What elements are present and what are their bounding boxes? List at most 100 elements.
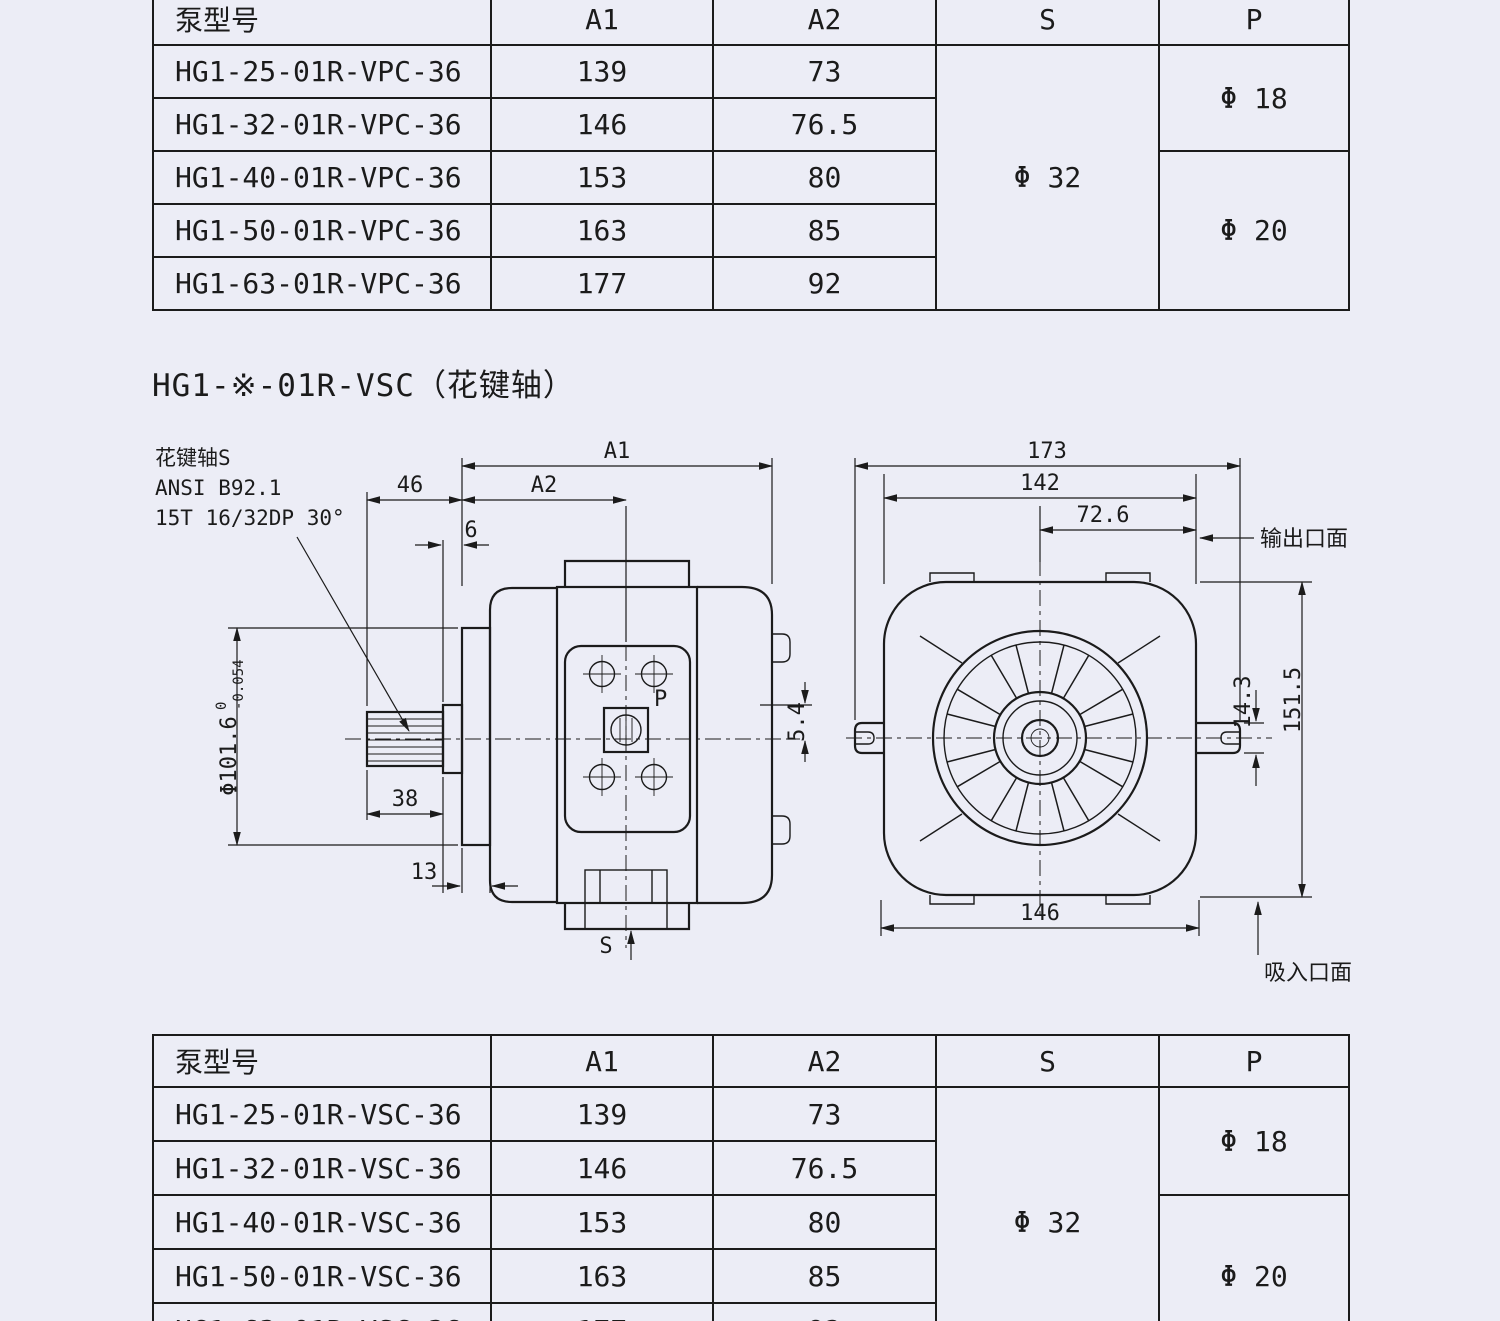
port-s-label: S	[599, 934, 612, 959]
a2-cell: 85	[712, 203, 937, 258]
hub-outer-circle	[992, 690, 1088, 786]
table-row: HG1-40-01R-VPC-36 153 80 Φ 20	[152, 150, 1350, 311]
dim-72-6-label: 72.6	[1077, 503, 1130, 528]
a2-cell: 73	[712, 44, 937, 99]
shaft-bore-circle	[1030, 728, 1050, 748]
dim-173: 173	[854, 439, 1241, 720]
a1-cell: 153	[490, 1194, 714, 1250]
dim-pilot-value: Φ101.6	[217, 716, 242, 795]
a2-cell: 80	[712, 150, 937, 205]
model-cell: HG1-25-01R-VPC-36	[152, 44, 492, 99]
dim-a2: A2	[461, 473, 627, 642]
dim-173-label: 173	[1027, 439, 1067, 464]
rim-inner-circle	[943, 641, 1137, 835]
a2-cell: 73	[712, 1086, 937, 1142]
dim-pilot-tol-lower: -0.054	[231, 659, 247, 710]
spline-note-line3: 15T 16/32DP 30°	[155, 506, 345, 530]
dim-5-4-label: 5.4	[785, 702, 810, 742]
suction-port-body	[584, 869, 668, 904]
right-tab-slot	[1220, 731, 1240, 745]
front-body	[882, 580, 1198, 897]
a2-cell: 85	[712, 1248, 937, 1304]
model-cell: HG1-40-01R-VSC-36	[152, 1194, 492, 1250]
dim-13: 13	[411, 848, 518, 893]
spline-note-line1: 花键轴S	[155, 446, 231, 470]
inlet-face-label: 吸入口面	[1264, 961, 1352, 986]
p-merged-cell-bottom: Φ 20	[1158, 150, 1350, 311]
model-cell: HG1-50-01R-VSC-36	[152, 1248, 492, 1304]
col-header-model: 泵型号	[152, 0, 492, 46]
bolt-face-panel	[563, 644, 692, 834]
casting-bumps	[929, 572, 1151, 905]
dim-6: 6	[415, 518, 489, 702]
dim-151-5: 151.5	[1200, 581, 1312, 898]
model-cell: HG1-32-01R-VSC-36	[152, 1140, 492, 1196]
table-row: HG1-32-01R-VSC-36 146 76.5	[152, 1140, 1349, 1196]
dim-13-label: 13	[411, 860, 438, 885]
dim-14-3-label: 14.3	[1231, 676, 1256, 729]
dim-5-4: 5.4	[760, 682, 812, 762]
model-cell: HG1-50-01R-VPC-36	[152, 203, 492, 258]
p-merged-cell-bottom: Φ 20	[1158, 1194, 1350, 1321]
dim-46-label: 46	[397, 473, 424, 498]
s-merged-cell: Φ 32	[935, 1086, 1160, 1321]
side-view-outline	[365, 559, 791, 931]
spline-note-line2: ANSI B92.1	[155, 476, 281, 500]
model-cell: HG1-63-01R-VSC-36	[152, 1302, 492, 1321]
rim-outer-circle	[931, 629, 1149, 847]
dim-38: 38	[366, 770, 444, 893]
a1-cell: 177	[490, 256, 714, 311]
dim-6-label: 6	[464, 518, 477, 543]
housing-top-band	[563, 559, 691, 587]
rear-cover	[697, 585, 774, 905]
dim-151-5-label: 151.5	[1281, 667, 1306, 733]
suction-port-lines	[584, 870, 668, 929]
dim-14-3: 14.3	[1231, 676, 1264, 786]
section-title: HG1-※-01R-VSC（花键轴）	[152, 368, 575, 404]
inlet-face-callout: 吸入口面	[1254, 901, 1352, 986]
model-cell: HG1-32-01R-VPC-36	[152, 97, 492, 152]
table-row: HG1-63-01R-VPC-36 177 92	[152, 256, 1349, 311]
col-header-p: P	[1158, 1034, 1350, 1088]
side-view: P S 花键轴S ANSI B92.1 15T 16/32DP 30° A1	[155, 439, 812, 960]
col-header-a1: A1	[490, 0, 714, 46]
a2-cell: 92	[712, 256, 937, 311]
hub-inner-circle	[1002, 700, 1078, 776]
dim-146: 146	[880, 900, 1200, 936]
table-header-row: 泵型号 A1 A2 S P	[152, 0, 1350, 46]
spline-hatch	[367, 718, 443, 762]
col-header-a1: A1	[490, 1034, 714, 1088]
dim-72-6: 72.6	[1039, 503, 1197, 562]
a1-cell: 177	[490, 1302, 714, 1321]
left-mount-tab	[853, 721, 884, 755]
dim-a1-label: A1	[604, 439, 631, 464]
outlet-face-label: 输出口面	[1260, 527, 1348, 552]
housing-bottom-band	[563, 903, 691, 931]
a1-cell: 163	[490, 203, 714, 258]
a1-cell: 146	[490, 1140, 714, 1196]
bolt-hole-centermarks	[583, 655, 673, 796]
front-flange	[488, 586, 557, 904]
port-thread-hatch	[619, 714, 633, 746]
table-row: HG1-25-01R-VSC-36 139 73 Φ 32 Φ 18	[152, 1086, 1350, 1321]
rotor-face	[931, 629, 1149, 847]
corner-ribs	[919, 635, 1161, 842]
col-header-p: P	[1158, 0, 1350, 46]
dim-142-label: 142	[1020, 471, 1060, 496]
bolt-face	[563, 644, 692, 834]
a1-cell: 163	[490, 1248, 714, 1304]
dim-a2-label: A2	[531, 473, 558, 498]
col-header-s: S	[935, 0, 1160, 46]
vsc-dimension-table: 泵型号 A1 A2 S P HG1-25-01R-VSC-36 139 73 Φ…	[152, 1034, 1350, 1321]
front-view-outline	[853, 572, 1242, 905]
right-mount-tab	[1196, 721, 1242, 755]
pressure-port: P	[602, 687, 667, 754]
dim-46: 46	[366, 473, 463, 706]
outlet-face-callout: 输出口面	[1199, 527, 1348, 552]
table-row: HG1-25-01R-VPC-36 139 73 Φ 32 Φ 18	[152, 44, 1350, 311]
spline-leader-line	[296, 536, 410, 732]
table-row: HG1-50-01R-VSC-36 163 85	[152, 1248, 1349, 1304]
rear-cover-tabs	[772, 633, 791, 845]
model-cell: HG1-63-01R-VPC-36	[152, 256, 492, 311]
spline-note: 花键轴S ANSI B92.1 15T 16/32DP 30°	[155, 446, 410, 732]
